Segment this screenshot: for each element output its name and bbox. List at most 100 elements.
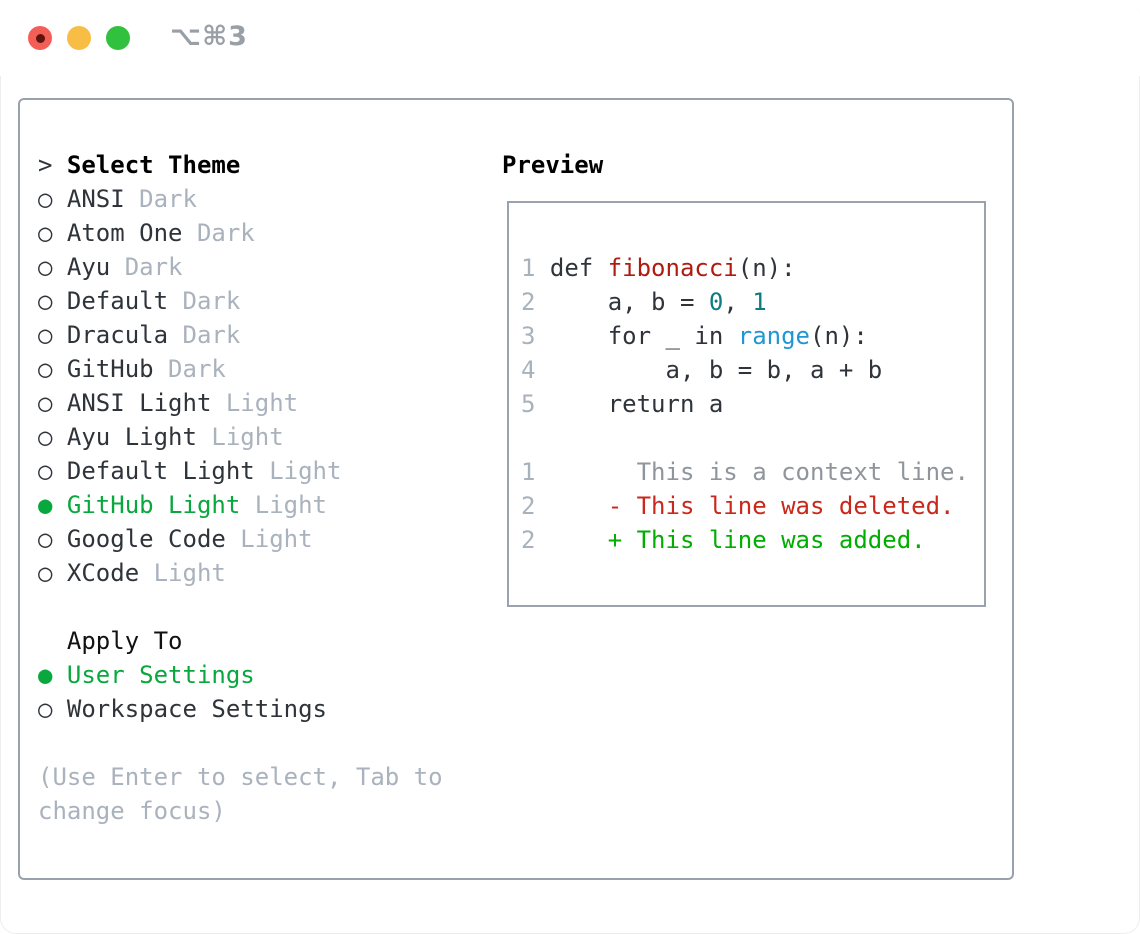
token: , — [723, 288, 753, 316]
line-number: 2 — [521, 526, 550, 554]
code-line: 5 return a — [521, 387, 972, 421]
line-number: 1 — [521, 458, 550, 486]
code-line: 1 def fibonacci(n): — [521, 251, 972, 285]
theme-item-default[interactable]: ○ Default Dark — [38, 284, 443, 318]
theme-item-label: Atom One — [52, 219, 183, 247]
theme-item-variant: Dark — [153, 355, 226, 383]
theme-item-variant: Dark — [124, 185, 197, 213]
theme-item-label: Ayu — [52, 253, 111, 281]
select-theme-title: Select Theme — [66, 151, 241, 179]
code-line: 3 for _ in range(n): — [521, 319, 972, 353]
radio-icon: ○ — [38, 389, 53, 417]
token: (n): — [737, 254, 796, 282]
hint-text: change focus) — [38, 797, 226, 825]
theme-item-atom-one[interactable]: ○ Atom One Dark — [38, 216, 443, 250]
token: def — [549, 254, 608, 282]
token: a, b = — [549, 288, 709, 316]
theme-item-label: ANSI Light — [52, 389, 212, 417]
theme-item-variant: Dark — [168, 321, 241, 349]
line-number: 3 — [521, 322, 550, 350]
radio-selected-icon: ● — [38, 661, 53, 689]
theme-item-xcode[interactable]: ○ XCode Light — [38, 556, 443, 590]
minimize-button[interactable] — [67, 26, 91, 50]
radio-icon: ○ — [38, 355, 53, 383]
window-title: ⌥⌘3 — [170, 21, 248, 52]
theme-item-github[interactable]: ○ GitHub Dark — [38, 352, 443, 386]
theme-item-label: Default — [52, 287, 169, 315]
theme-item-dracula[interactable]: ○ Dracula Dark — [38, 318, 443, 352]
theme-item-variant: Dark — [168, 287, 241, 315]
theme-item-variant: Light — [211, 389, 299, 417]
zoom-button[interactable] — [106, 26, 130, 50]
theme-item-ayu[interactable]: ○ Ayu Dark — [38, 250, 443, 284]
radio-icon: ○ — [38, 457, 53, 485]
token: + This line was added. — [549, 526, 926, 554]
theme-item-label: Google Code — [52, 525, 226, 553]
diff-deleted-line: 2 - This line was deleted. — [521, 489, 972, 523]
theme-item-label: XCode — [52, 559, 140, 587]
token: fibonacci — [607, 254, 738, 282]
apply-item-user-settings[interactable]: ● User Settings — [38, 658, 443, 692]
left-column: > Select Theme○ ANSI Dark○ Atom One Dark… — [38, 148, 443, 828]
code-line: 4 a, b = b, a + b — [521, 353, 972, 387]
radio-icon: ○ — [38, 525, 53, 553]
token: - This line was deleted. — [549, 492, 955, 520]
theme-item-variant: Dark — [182, 219, 255, 247]
spacer — [38, 590, 443, 624]
line-number: 2 — [521, 492, 550, 520]
theme-item-variant: Light — [139, 559, 226, 587]
traffic-lights — [28, 26, 130, 50]
theme-item-ansi[interactable]: ○ ANSI Dark — [38, 182, 443, 216]
token: for _ in — [549, 322, 738, 350]
preview-title: Preview — [502, 151, 604, 179]
hint-line: change focus) — [38, 794, 443, 828]
theme-item-label: Ayu Light — [52, 423, 197, 451]
diff-added-line: 2 + This line was added. — [521, 523, 972, 557]
theme-item-ansi-light[interactable]: ○ ANSI Light Light — [38, 386, 443, 420]
spacer — [38, 726, 443, 760]
line-number: 5 — [521, 390, 550, 418]
theme-item-ayu-light[interactable]: ○ Ayu Light Light — [38, 420, 443, 454]
hint-text: (Use Enter to select, Tab to — [38, 763, 443, 791]
apply-item-label: Workspace Settings — [52, 695, 327, 723]
radio-selected-icon: ● — [38, 491, 53, 519]
radio-icon: ○ — [38, 695, 53, 723]
theme-item-label: ANSI — [52, 185, 125, 213]
line-number: 2 — [521, 288, 550, 316]
prompt-caret-icon: > — [38, 151, 67, 179]
apply-to-heading: Apply To — [38, 624, 443, 658]
theme-item-variant: Light — [254, 457, 342, 485]
token: range — [737, 322, 810, 350]
line-number: 1 — [521, 254, 550, 282]
radio-icon: ○ — [38, 219, 53, 247]
theme-item-github-light[interactable]: ● GitHub Light Light — [38, 488, 443, 522]
theme-item-label: GitHub Light — [52, 491, 241, 519]
line-number: 4 — [521, 356, 550, 384]
token: 1 — [752, 288, 767, 316]
theme-item-variant: Dark — [110, 253, 183, 281]
radio-icon: ○ — [38, 423, 53, 451]
close-button[interactable] — [28, 26, 52, 50]
token: This is a context line. — [549, 458, 969, 486]
apply-item-workspace-settings[interactable]: ○ Workspace Settings — [38, 692, 443, 726]
token: a, b = b, a + b — [549, 356, 883, 384]
theme-item-google-code[interactable]: ○ Google Code Light — [38, 522, 443, 556]
theme-item-variant: Light — [240, 491, 327, 519]
main-panel: > Select Theme○ ANSI Dark○ Atom One Dark… — [18, 98, 1014, 880]
radio-icon: ○ — [38, 287, 53, 315]
token: (n): — [810, 322, 868, 350]
blank-line — [521, 421, 972, 455]
select-theme-prompt: > Select Theme — [38, 148, 443, 182]
theme-item-variant: Light — [225, 525, 313, 553]
radio-icon: ○ — [38, 253, 53, 281]
theme-item-label: Default Light — [52, 457, 255, 485]
radio-icon: ○ — [38, 185, 53, 213]
titlebar: ⌥⌘3 — [0, 0, 1140, 76]
theme-item-default-light[interactable]: ○ Default Light Light — [38, 454, 443, 488]
diff-context-line: 1 This is a context line. — [521, 455, 972, 489]
theme-item-label: GitHub — [52, 355, 154, 383]
theme-item-label: Dracula — [52, 321, 169, 349]
hint-line: (Use Enter to select, Tab to — [38, 760, 443, 794]
